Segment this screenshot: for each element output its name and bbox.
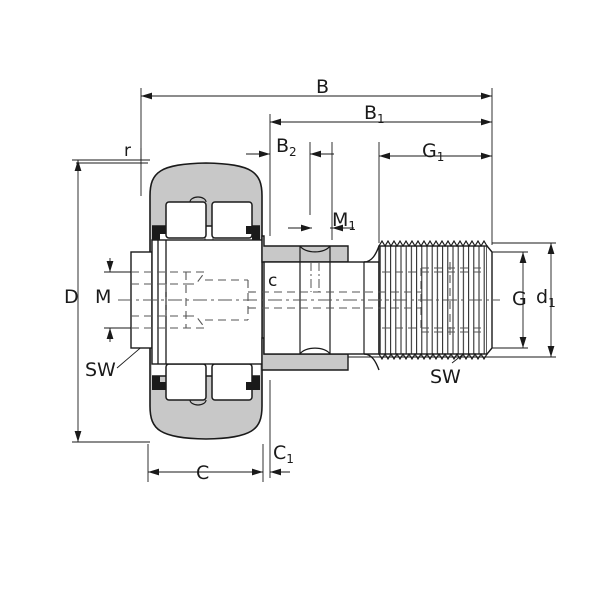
dimension-label-B1: B1: [364, 102, 385, 126]
dimension-arrowheads-right: [519, 243, 555, 357]
rollers-bottom: [165, 363, 253, 401]
dimension-label-d1: d1: [536, 286, 556, 310]
rollers-top: [165, 201, 253, 239]
dimension-label-M: M: [95, 286, 112, 308]
dimension-lines: [140, 88, 493, 245]
dimension-label-r: r: [124, 141, 131, 161]
dimension-label-B: B: [316, 76, 330, 98]
dimension-lines-bottom: [147, 380, 290, 482]
dimension-arrowheads: [141, 92, 492, 232]
dimension-arrowheads-bottom: [148, 468, 281, 476]
dimension-label-G: G: [512, 288, 527, 310]
lubrication-bore: [310, 262, 320, 292]
dimension-label-G1: G1: [422, 140, 445, 164]
dimension-label-D: D: [64, 286, 79, 308]
thread-core-hidden: [382, 271, 487, 329]
shank-relief-arcs: [189, 196, 331, 406]
inner-stud: [130, 235, 380, 371]
dimension-label-M1: M1: [332, 209, 357, 233]
dimension-label-C1: C1: [273, 442, 294, 466]
dimension-lines-left: [72, 159, 152, 443]
leader-r: [76, 148, 148, 196]
dimension-label-C: C: [196, 462, 210, 484]
dimension-label-c: c: [268, 271, 278, 291]
dimension-label-SW-right: SW: [430, 366, 461, 388]
lube-channel-hidden: [300, 291, 421, 309]
dimension-label-SW-left: SW: [85, 359, 116, 381]
dimension-label-B2: B2: [276, 135, 297, 159]
dimension-arrowheads-left: [74, 160, 114, 442]
left-hex-socket-hidden: [131, 271, 206, 329]
seals: [152, 226, 260, 390]
